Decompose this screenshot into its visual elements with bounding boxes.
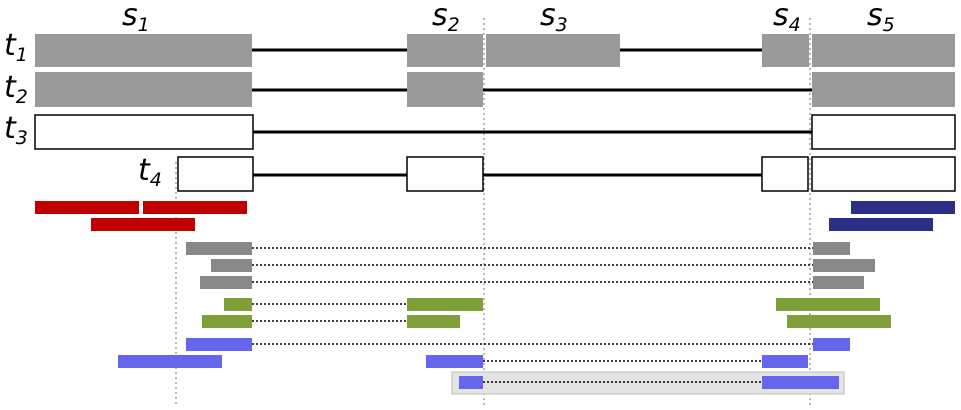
read-bar-blue bbox=[762, 376, 839, 389]
transcript-label-t4: t4 bbox=[138, 153, 162, 191]
read-bar-blue bbox=[813, 338, 850, 351]
read-bar-red bbox=[143, 201, 247, 214]
guide-lines bbox=[175, 18, 811, 405]
segment-label-s3: s3 bbox=[540, 0, 568, 36]
read-bar-gray bbox=[813, 259, 875, 272]
transcript-t1 bbox=[35, 34, 955, 67]
navy-reads bbox=[829, 201, 955, 231]
read-bar-blue bbox=[118, 355, 222, 368]
blue-paired-reads bbox=[118, 338, 850, 395]
read-bar-navy bbox=[829, 218, 933, 231]
read-bar-navy bbox=[851, 201, 955, 214]
gray-paired-reads bbox=[186, 242, 875, 289]
read-bar-olive bbox=[787, 315, 891, 328]
transcript-t3 bbox=[34, 114, 956, 150]
read-bar-olive bbox=[407, 315, 460, 328]
highlight-box bbox=[451, 371, 845, 395]
exon-s4 bbox=[762, 34, 809, 67]
transcript-labels: t1 t2 t3 t4 bbox=[4, 28, 162, 191]
read-bar-red bbox=[35, 201, 139, 214]
read-bar-olive bbox=[407, 298, 483, 311]
exon-s3 bbox=[486, 34, 620, 67]
segment-label-s4: s4 bbox=[773, 0, 801, 36]
transcript-label-t1: t1 bbox=[4, 28, 28, 66]
exon-s1-partial bbox=[177, 156, 254, 192]
red-reads bbox=[35, 201, 247, 231]
exon-s5 bbox=[811, 156, 956, 192]
read-bar-blue bbox=[459, 376, 483, 389]
exon-s5 bbox=[811, 114, 956, 150]
exon-s4 bbox=[761, 156, 809, 192]
read-bar-olive bbox=[224, 298, 252, 311]
exon-s1 bbox=[35, 34, 252, 67]
read-bar-olive bbox=[776, 298, 880, 311]
segment-labels: s1 s2 s3 s4 s5 bbox=[122, 0, 895, 36]
exon-s2 bbox=[407, 72, 483, 107]
segment-label-s1: s1 bbox=[122, 0, 150, 36]
read-bar-blue bbox=[426, 355, 483, 368]
read-bar-blue bbox=[186, 338, 252, 351]
read-bar-gray bbox=[211, 259, 252, 272]
read-bar-gray bbox=[813, 242, 850, 255]
exon-s5 bbox=[812, 34, 955, 67]
exon-s5 bbox=[812, 72, 955, 107]
transcript-t2 bbox=[35, 72, 955, 107]
segment-label-s2: s2 bbox=[432, 0, 460, 36]
read-bar-blue bbox=[762, 355, 808, 368]
exon-s2 bbox=[406, 156, 484, 192]
exon-s2 bbox=[407, 34, 483, 67]
read-bar-gray bbox=[200, 276, 252, 289]
read-bar-red bbox=[91, 218, 195, 231]
transcript-label-t3: t3 bbox=[4, 111, 28, 149]
olive-paired-reads bbox=[202, 298, 891, 328]
transcript-label-t2: t2 bbox=[4, 70, 28, 108]
exon-s1 bbox=[35, 72, 252, 107]
transcript-t4 bbox=[177, 156, 956, 192]
segment-label-s5: s5 bbox=[867, 0, 895, 36]
read-bar-olive bbox=[202, 315, 252, 328]
read-bar-gray bbox=[186, 242, 252, 255]
read-bar-gray bbox=[813, 276, 864, 289]
exon-s1 bbox=[34, 114, 254, 150]
